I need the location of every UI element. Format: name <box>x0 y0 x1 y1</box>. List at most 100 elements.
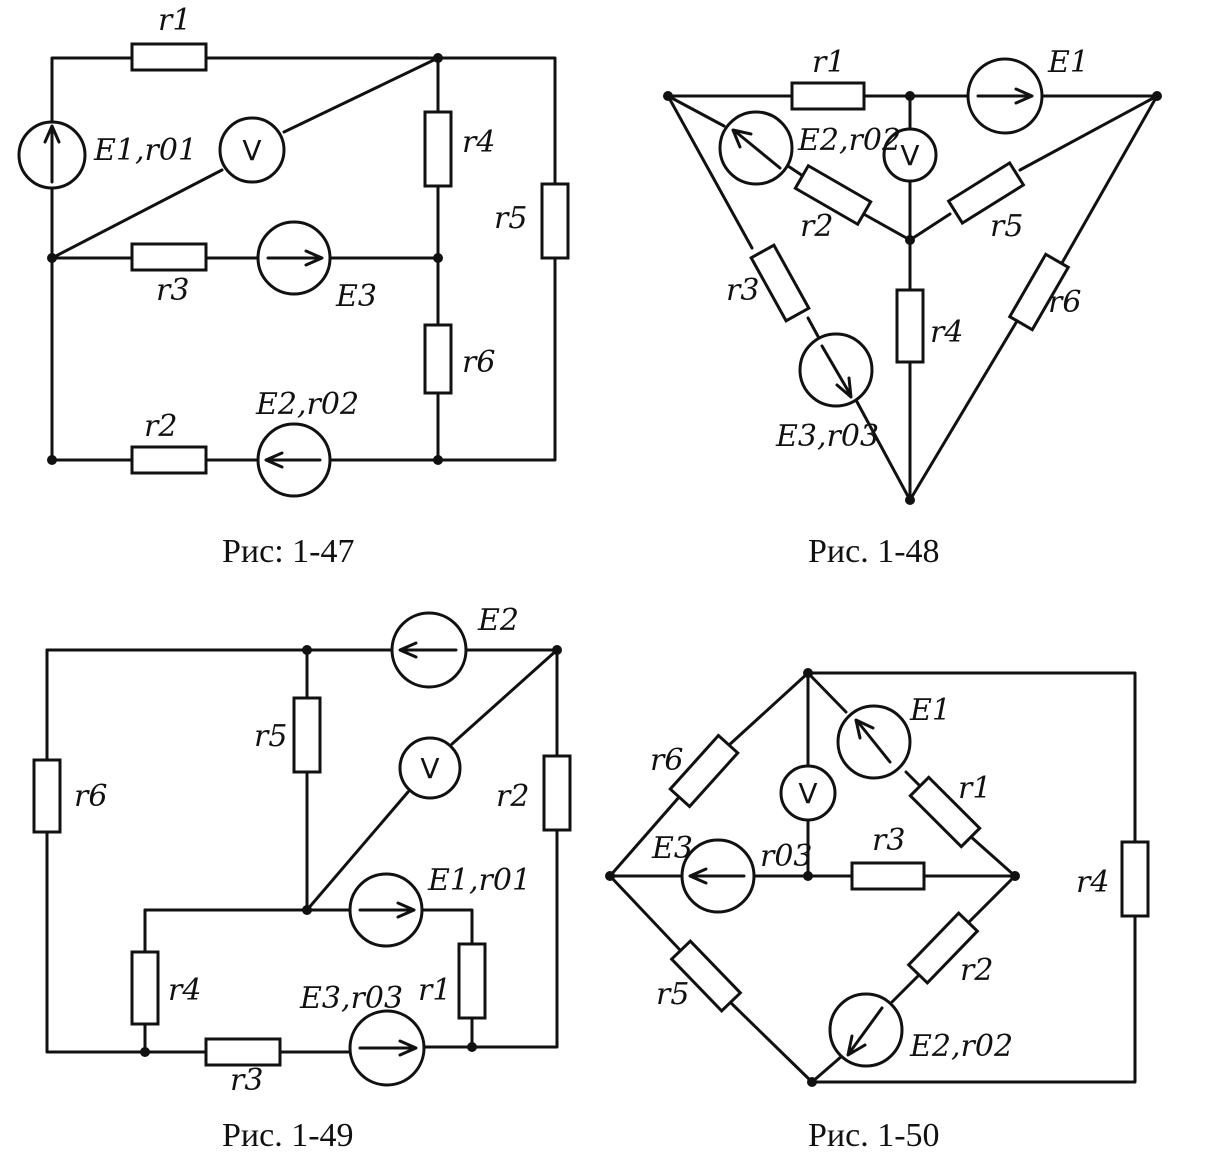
node <box>605 871 615 881</box>
resistor-r5 <box>540 182 570 260</box>
label-r4: r4 <box>168 973 201 1008</box>
label-e3: E3 <box>651 831 693 866</box>
arrow-up-left-icon <box>731 128 782 170</box>
resistor-r5 <box>946 160 1026 226</box>
wire <box>143 1045 474 1054</box>
arrow-down-right-icon <box>820 344 853 399</box>
wire <box>50 56 557 462</box>
resistor-r4 <box>895 288 925 364</box>
voltmeter <box>398 736 462 800</box>
label-r4: r4 <box>1076 865 1109 900</box>
resistor-r2 <box>793 163 873 227</box>
wire <box>666 94 912 242</box>
node <box>803 668 813 678</box>
resistor-r3 <box>130 242 208 272</box>
resistor-r3 <box>749 243 811 323</box>
resistor-r2 <box>130 445 208 475</box>
label-r1: r1 <box>158 3 191 38</box>
label-r5: r5 <box>656 977 689 1012</box>
wire <box>45 648 147 1054</box>
resistor-r4 <box>130 950 160 1026</box>
node <box>302 645 312 655</box>
resistor-r3 <box>204 1037 282 1067</box>
label-r6: r6 <box>74 779 107 814</box>
label-e2: E2 <box>477 603 519 638</box>
wire <box>806 671 1137 1084</box>
node <box>467 1042 477 1052</box>
label-r4: r4 <box>930 315 963 350</box>
label-e1: E1,r01 <box>427 863 531 898</box>
label-r03: r03 <box>760 839 813 874</box>
node <box>140 1047 150 1057</box>
resistor-r1 <box>908 775 982 849</box>
label-r3: r3 <box>726 273 759 308</box>
voltmeter <box>779 764 837 822</box>
voltmeter <box>218 116 286 184</box>
wire <box>305 648 559 912</box>
figure-1-48: V r1 E1 E2,r02 r2 r5 r3 r4 r6 E3,r03 Рис… <box>663 45 1162 570</box>
arrow-right-icon <box>976 87 1034 105</box>
label-r6: r6 <box>1048 285 1081 320</box>
arrow-up-icon <box>43 124 61 184</box>
label-r5: r5 <box>254 719 287 754</box>
label-e2: E2,r02 <box>909 1029 1013 1064</box>
node <box>433 455 443 465</box>
resistor-r6 <box>423 323 453 395</box>
arrow-left-icon <box>264 451 322 469</box>
figure-1-47: V r1 E1,r01 r4 r5 r3 E3 r6 r2 E2,r02 Рис… <box>17 3 570 570</box>
node <box>302 905 312 915</box>
voltmeter-label: V <box>420 752 439 785</box>
resistor-r5 <box>292 696 322 774</box>
wire <box>50 56 440 260</box>
label-r1: r1 <box>418 973 451 1008</box>
wire <box>908 94 1159 502</box>
label-r1: r1 <box>958 771 991 806</box>
wire <box>608 874 814 1084</box>
label-r5: r5 <box>990 209 1023 244</box>
label-r3: r3 <box>156 273 189 308</box>
label-r5: r5 <box>494 201 527 236</box>
arrow-right-icon <box>266 249 324 267</box>
arrow-right-icon <box>358 1039 418 1057</box>
node <box>1152 91 1162 101</box>
resistor-r6 <box>1007 252 1071 332</box>
voltmeter-label: V <box>242 134 261 167</box>
figure-1-50: V E1 r6 r1 E3 r03 r3 r4 r5 r2 E2,r02 Рис… <box>605 668 1150 1154</box>
node <box>803 871 813 881</box>
arrow-left-icon <box>688 867 746 885</box>
label-r6: r6 <box>462 345 495 380</box>
node <box>433 253 443 263</box>
wire <box>470 648 559 1049</box>
figure-1-49: V E2 r5 r6 r2 E1,r01 r4 r1 E3,r03 r3 Рис… <box>32 603 572 1154</box>
caption-1-47: Рис: 1-47 <box>222 533 354 570</box>
resistor-r3 <box>850 861 926 891</box>
label-e3: E3,r03 <box>299 981 403 1016</box>
resistor-r1 <box>457 942 487 1020</box>
resistor-r6 <box>668 733 740 809</box>
label-r3: r3 <box>872 823 905 858</box>
node <box>905 235 915 245</box>
label-r2: r2 <box>800 209 833 244</box>
resistor-r2 <box>906 910 980 986</box>
node <box>552 645 562 655</box>
arrow-left-icon <box>398 641 458 659</box>
wire <box>608 671 810 878</box>
node <box>807 1077 817 1087</box>
label-r6: r6 <box>650 743 683 778</box>
label-e2: E2,r02 <box>255 387 359 422</box>
node <box>47 455 57 465</box>
label-r4: r4 <box>462 125 495 160</box>
label-r2: r2 <box>960 953 993 988</box>
voltmeter-label: V <box>798 777 817 810</box>
voltmeter-label: V <box>900 139 919 172</box>
label-e1: E1 <box>909 693 951 728</box>
resistor-r4 <box>1120 840 1150 918</box>
resistor-r1 <box>130 42 208 72</box>
wire <box>810 874 1017 1084</box>
resistor-r6 <box>32 758 62 834</box>
resistor-r2 <box>542 754 572 832</box>
arrow-up-left-icon <box>854 718 892 764</box>
node <box>47 253 57 263</box>
label-r1: r1 <box>812 45 845 80</box>
